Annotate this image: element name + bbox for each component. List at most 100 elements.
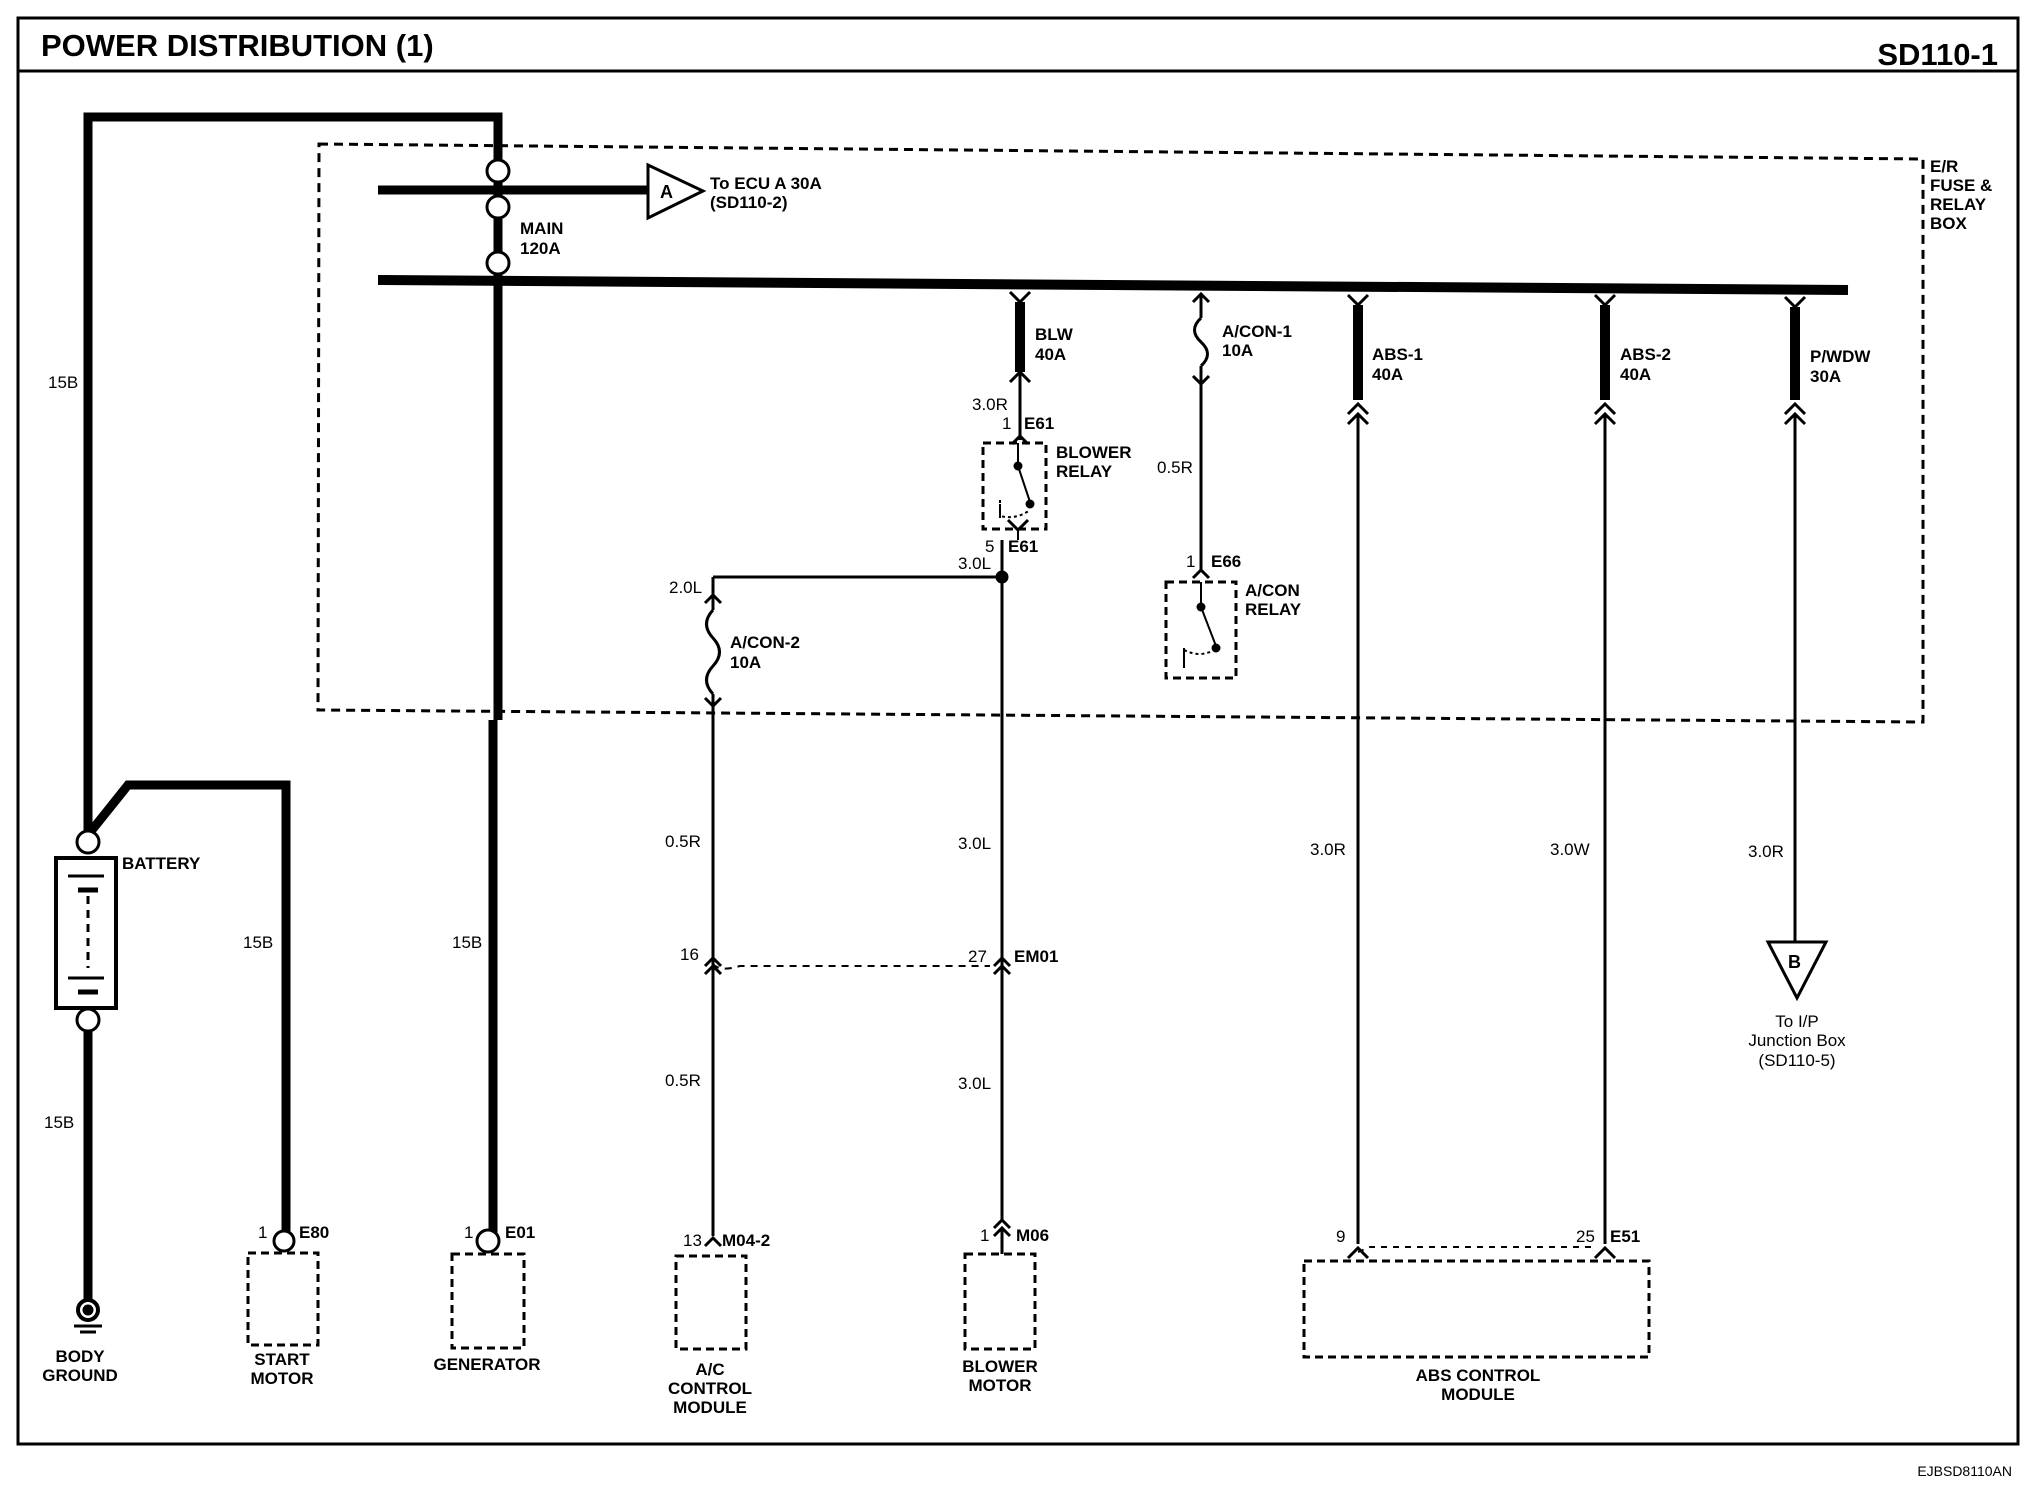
svg-text:30A: 30A [1810, 367, 1841, 386]
svg-text:40A: 40A [1035, 345, 1066, 364]
svg-text:BLOWER: BLOWER [1056, 443, 1132, 462]
em01-connector [703, 955, 1012, 976]
abs1-wire-label: 3.0R [1310, 840, 1346, 859]
blower-motor [963, 1217, 1037, 1351]
abs-control-module [1302, 1245, 1651, 1359]
svg-text:40A: 40A [1620, 365, 1651, 384]
em01-ac-pin: 16 [680, 945, 699, 964]
battery-feed-wire [83, 112, 503, 1300]
blower-upper-wire-label: 3.0L [958, 834, 991, 853]
acon-relay-pin: 1 [1186, 552, 1195, 571]
em01-blower-pin: 27 [968, 947, 987, 966]
ac-module-label: A/C CONTROL MODULE [668, 1360, 752, 1417]
svg-text:A/CON-2: A/CON-2 [730, 633, 800, 652]
abs1-fuse [1346, 293, 1370, 1244]
battery [54, 829, 118, 1033]
blower-relay-label: BLOWER RELAY [1056, 443, 1132, 481]
battery-label: BATTERY [122, 854, 201, 873]
svg-text:To I/P: To I/P [1775, 1012, 1818, 1031]
battery-top-wire-label: 15B [48, 373, 78, 392]
start-motor-label: START MOTOR [251, 1350, 314, 1388]
svg-text:BOX: BOX [1930, 214, 1968, 233]
abs1-fuse-label: ABS-1 40A [1372, 345, 1423, 384]
fuse-box-label: E/R FUSE & RELAY BOX [1930, 157, 1992, 233]
svg-text:CONTROL: CONTROL [668, 1379, 752, 1398]
svg-text:ABS-1: ABS-1 [1372, 345, 1423, 364]
blower-motor-pin: 1 [980, 1226, 989, 1245]
svg-text:BLOWER: BLOWER [962, 1357, 1038, 1376]
svg-text:MAIN: MAIN [520, 219, 563, 238]
abs2-fuse-label: ABS-2 40A [1620, 345, 1671, 384]
svg-text:MODULE: MODULE [673, 1398, 747, 1417]
svg-text:P/WDW: P/WDW [1810, 347, 1871, 366]
blower-motor-conn: M06 [1016, 1226, 1049, 1245]
ac-control-module [674, 1235, 748, 1351]
svg-text:BLW: BLW [1035, 325, 1074, 344]
page-title: POWER DISTRIBUTION (1) [41, 28, 434, 63]
start-motor-wire-label: 15B [243, 933, 273, 952]
blower-relay-wire-label: 3.0L [958, 554, 991, 573]
svg-text:(SD110-5): (SD110-5) [1758, 1051, 1835, 1070]
acon2-in-wire-label: 2.0L [669, 578, 702, 597]
ijb-link-connector: B To I/P Junction Box (SD110-5) [1748, 940, 1846, 1070]
svg-text:A/CON: A/CON [1245, 581, 1300, 600]
svg-text:RELAY: RELAY [1245, 600, 1302, 619]
svg-text:MODULE: MODULE [1441, 1385, 1515, 1404]
ac-lower-wire-label: 0.5R [665, 1071, 701, 1090]
acon1-wire-label: 0.5R [1157, 458, 1193, 477]
blower-motor-label: BLOWER MOTOR [962, 1357, 1038, 1395]
acon2-fuse [703, 592, 723, 1236]
ground-icon [74, 1298, 102, 1334]
abs-module-label: ABS CONTROL MODULE [1416, 1366, 1541, 1404]
svg-text:FUSE &: FUSE & [1930, 176, 1992, 195]
svg-text:BODY: BODY [55, 1347, 105, 1366]
main-fuse [378, 158, 650, 276]
svg-text:10A: 10A [1222, 341, 1253, 360]
svg-text:A/C: A/C [695, 1360, 724, 1379]
svg-text:RELAY: RELAY [1930, 195, 1987, 214]
acon1-fuse [1191, 291, 1211, 570]
svg-text:GENERATOR: GENERATOR [433, 1355, 540, 1374]
generator-wire-label: 15B [452, 933, 482, 952]
pwdw-fuse [1783, 295, 1807, 945]
acon-relay [1164, 567, 1238, 680]
blower-relay-conn-in: E61 [1024, 414, 1054, 433]
generator-label: GENERATOR [433, 1355, 540, 1374]
ac-module-pin: 13 [683, 1231, 702, 1250]
ac-module-conn: M04-2 [722, 1231, 770, 1250]
svg-text:120A: 120A [520, 239, 561, 258]
svg-text:E/R: E/R [1930, 157, 1958, 176]
svg-text:ABS CONTROL: ABS CONTROL [1416, 1366, 1541, 1385]
blower-relay [981, 441, 1048, 540]
svg-text:A: A [660, 182, 673, 202]
generator-pin: 1 [464, 1223, 473, 1242]
svg-text:To ECU A 30A: To ECU A 30A [710, 174, 822, 193]
acon-relay-label: A/CON RELAY [1245, 581, 1302, 619]
svg-text:B: B [1788, 952, 1801, 972]
main-fuse-label: MAIN 120A [520, 219, 563, 258]
acon-relay-conn: E66 [1211, 552, 1241, 571]
blower-lower-wire-label: 3.0L [958, 1074, 991, 1093]
blower-relay-output-wire [711, 540, 1009, 1220]
footer-reference: EJBSD8110AN [1917, 1463, 2012, 1479]
svg-text:START: START [254, 1350, 310, 1369]
pwdw-fuse-label: P/WDW 30A [1810, 347, 1871, 386]
pwdw-wire-label: 3.0R [1748, 842, 1784, 861]
generator-conn: E01 [505, 1223, 535, 1242]
abs-pin-a: 9 [1336, 1227, 1345, 1246]
svg-text:GROUND: GROUND [42, 1366, 118, 1385]
acon2-fuse-label: A/CON-2 10A [730, 633, 800, 672]
frame [16, 16, 2020, 1446]
svg-text:(SD110-2): (SD110-2) [710, 193, 787, 212]
em01-label: EM01 [1014, 947, 1058, 966]
blower-relay-pin-in: 1 [1002, 414, 1011, 433]
body-ground-label: BODY GROUND [42, 1347, 118, 1385]
svg-text:A/CON-1: A/CON-1 [1222, 322, 1292, 341]
ecu-link-connector: A To ECU A 30A (SD110-2) [646, 162, 822, 221]
svg-text:RELAY: RELAY [1056, 462, 1113, 481]
svg-text:10A: 10A [730, 653, 761, 672]
start-motor [246, 1229, 320, 1347]
start-motor-pin: 1 [258, 1223, 267, 1242]
svg-text:MOTOR: MOTOR [969, 1376, 1032, 1395]
